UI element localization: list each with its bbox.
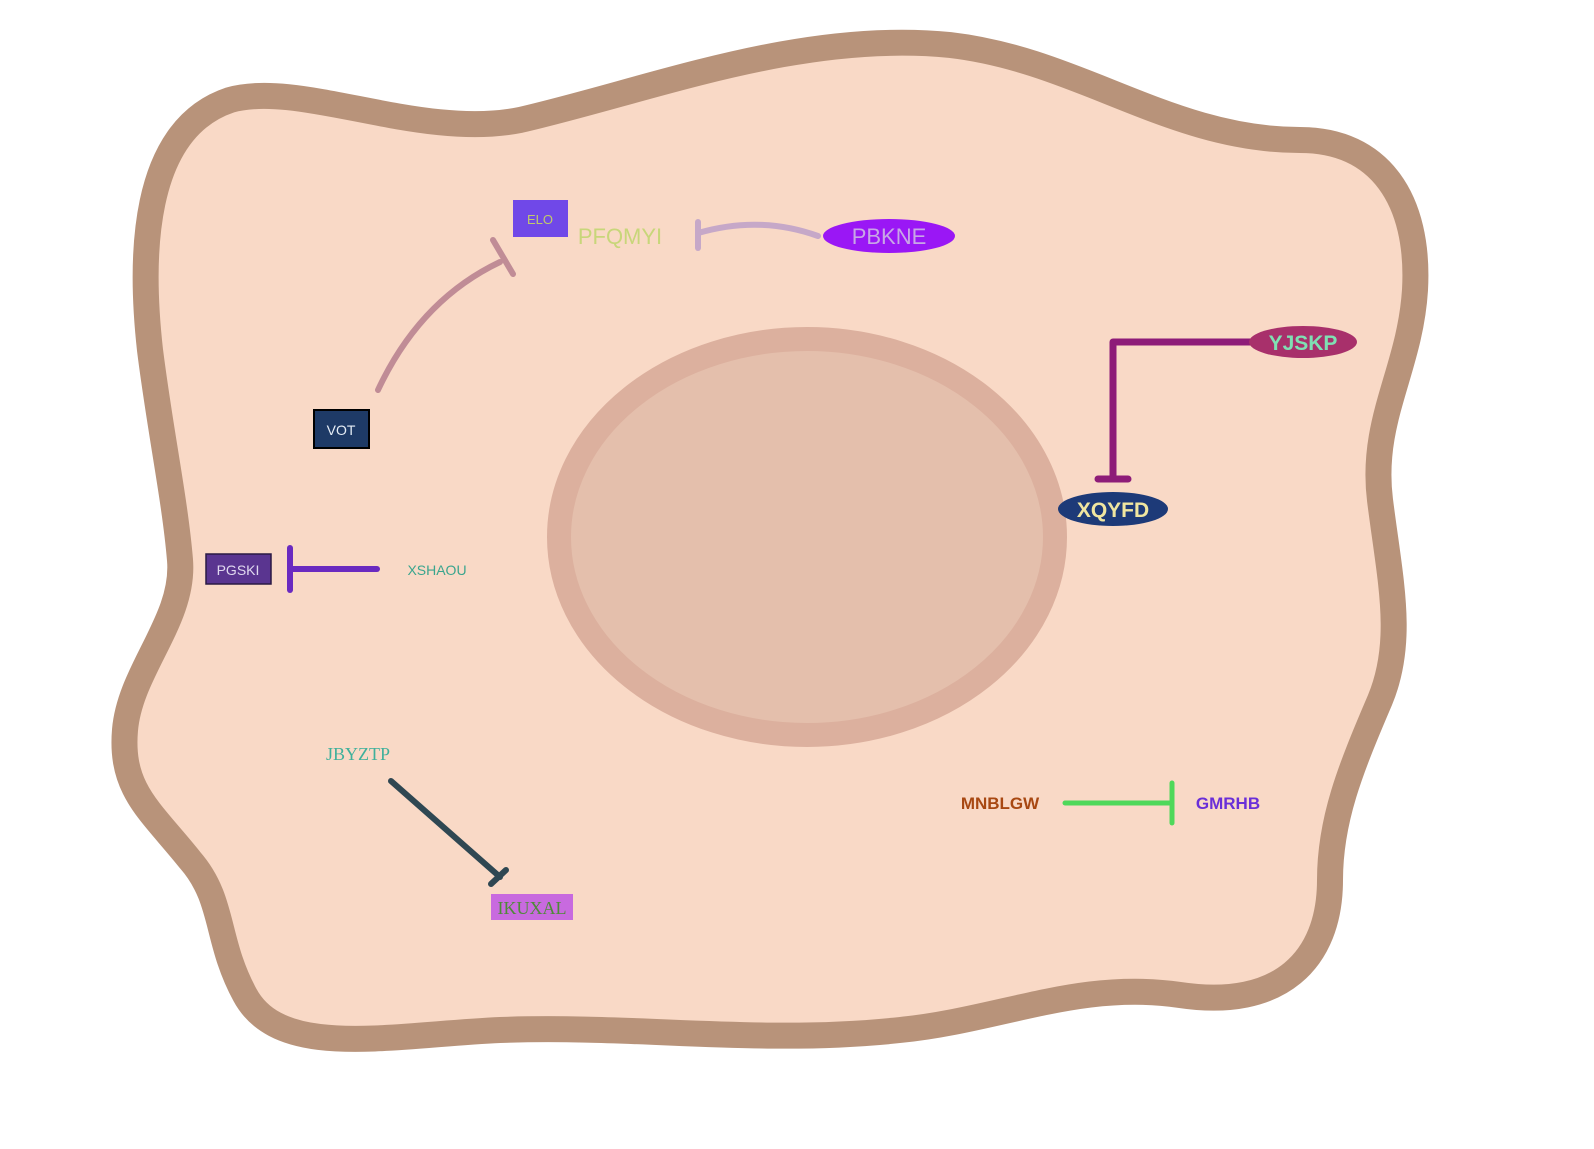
node-xqyfd-label: XQYFD (1077, 499, 1149, 522)
node-yjskp-label: YJSKP (1269, 332, 1338, 355)
node-gmrhb: GMRHB (1196, 794, 1260, 813)
node-pgski: PGSKI (205, 553, 272, 585)
node-mnblgw: MNBLGW (961, 794, 1040, 813)
nucleus (547, 327, 1067, 747)
node-pfqmyi-label: PFQMYI (578, 224, 662, 249)
node-xshaou-label: XSHAOU (407, 562, 466, 578)
node-mnblgw-label: MNBLGW (961, 794, 1040, 813)
edge-mnblgw-gmrhb (1062, 780, 1175, 826)
node-vot-label: VOT (327, 422, 356, 438)
node-pbkne-label: PBKNE (852, 224, 927, 249)
node-jbyztp-label: JBYZTP (326, 744, 390, 764)
node-pfqmyi: PFQMYI (578, 224, 662, 249)
edge-vot-elo (375, 237, 516, 393)
node-ikuxal: IKUXAL (491, 894, 573, 920)
edge-xshaou-pgski (287, 545, 380, 593)
edge-pbkne-pfqmyi (695, 219, 821, 251)
edge-jbyztp-ikuxal (388, 778, 509, 887)
node-xqyfd: XQYFD (1058, 492, 1168, 526)
node-elo-label: ELO (527, 212, 553, 227)
node-pgski-label: PGSKI (217, 562, 260, 578)
node-gmrhb-label: GMRHB (1196, 794, 1260, 813)
node-yjskp: YJSKP (1249, 326, 1357, 358)
node-elo: ELO (513, 200, 568, 237)
node-jbyztp: JBYZTP (326, 744, 390, 764)
edge-yjskp-xqyfd (1094, 338, 1254, 483)
node-ikuxal-label: IKUXAL (498, 898, 567, 918)
node-vot: VOT (313, 409, 370, 449)
node-pbkne: PBKNE (823, 219, 955, 253)
node-xshaou: XSHAOU (407, 562, 466, 578)
